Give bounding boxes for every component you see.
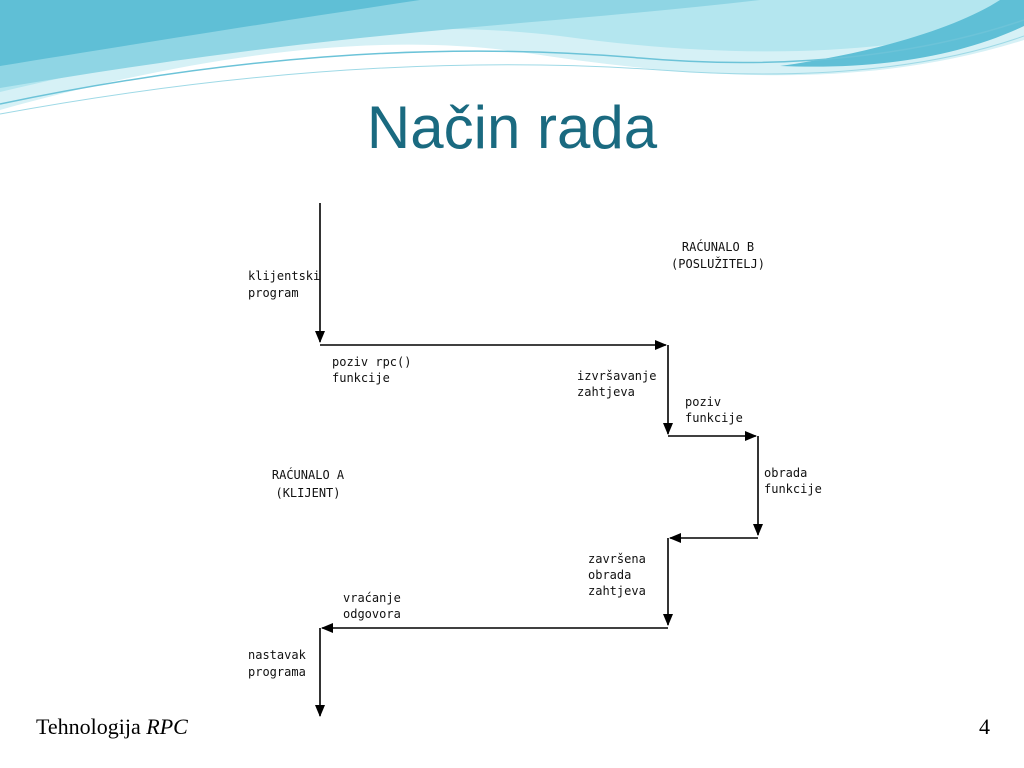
svg-text:klijentski: klijentski bbox=[248, 269, 320, 283]
svg-text:programa: programa bbox=[248, 665, 306, 679]
computer-b-label: RAĆUNALO B (POSLUŽITELJ) bbox=[671, 239, 765, 271]
svg-text:funkcije: funkcije bbox=[764, 482, 822, 496]
client-program-label: klijentski program bbox=[248, 269, 320, 300]
svg-text:program: program bbox=[248, 286, 299, 300]
footer-text: Tehnologija bbox=[36, 714, 141, 739]
svg-text:obrada: obrada bbox=[588, 568, 631, 582]
flow-lines bbox=[315, 203, 763, 717]
svg-text:nastavak: nastavak bbox=[248, 648, 307, 662]
svg-text:funkcije: funkcije bbox=[332, 371, 390, 385]
computer-a-label: RAĆUNALO A (KLIJENT) bbox=[272, 467, 345, 500]
svg-text:funkcije: funkcije bbox=[685, 411, 743, 425]
function-processing-label: obrada funkcije bbox=[764, 466, 822, 496]
svg-text:izvršavanje: izvršavanje bbox=[577, 369, 656, 383]
svg-text:obrada: obrada bbox=[764, 466, 807, 480]
svg-text:(POSLUŽITELJ): (POSLUŽITELJ) bbox=[671, 256, 765, 271]
program-continue-label: nastavak programa bbox=[248, 648, 307, 679]
request-execution-label: izvršavanje zahtjeva bbox=[577, 369, 656, 399]
request-completed-label: završena obrada zahtjeva bbox=[588, 552, 646, 598]
svg-text:zahtjeva: zahtjeva bbox=[577, 385, 635, 399]
svg-text:RAĆUNALO B: RAĆUNALO B bbox=[682, 239, 754, 254]
svg-text:zahtjeva: zahtjeva bbox=[588, 584, 646, 598]
svg-text:odgovora: odgovora bbox=[343, 607, 401, 621]
svg-text:poziv rpc(): poziv rpc() bbox=[332, 355, 411, 369]
page-number: 4 bbox=[979, 714, 990, 739]
header-wave-decoration bbox=[0, 0, 1024, 115]
slide-title: Način rada bbox=[366, 94, 658, 161]
svg-text:(KLIJENT): (KLIJENT) bbox=[275, 486, 340, 500]
response-return-label: vraćanje odgovora bbox=[343, 591, 401, 621]
svg-text:RAĆUNALO A: RAĆUNALO A bbox=[272, 467, 345, 482]
svg-text:poziv: poziv bbox=[685, 395, 721, 409]
svg-text:vraćanje: vraćanje bbox=[343, 591, 401, 605]
svg-text:završena: završena bbox=[588, 552, 646, 566]
footer-emphasis: RPC bbox=[146, 714, 188, 739]
footer-label: Tehnologija RPC bbox=[36, 714, 188, 740]
function-call-label: poziv funkcije bbox=[685, 395, 743, 425]
rpc-call-label: poziv rpc() funkcije bbox=[332, 355, 411, 385]
